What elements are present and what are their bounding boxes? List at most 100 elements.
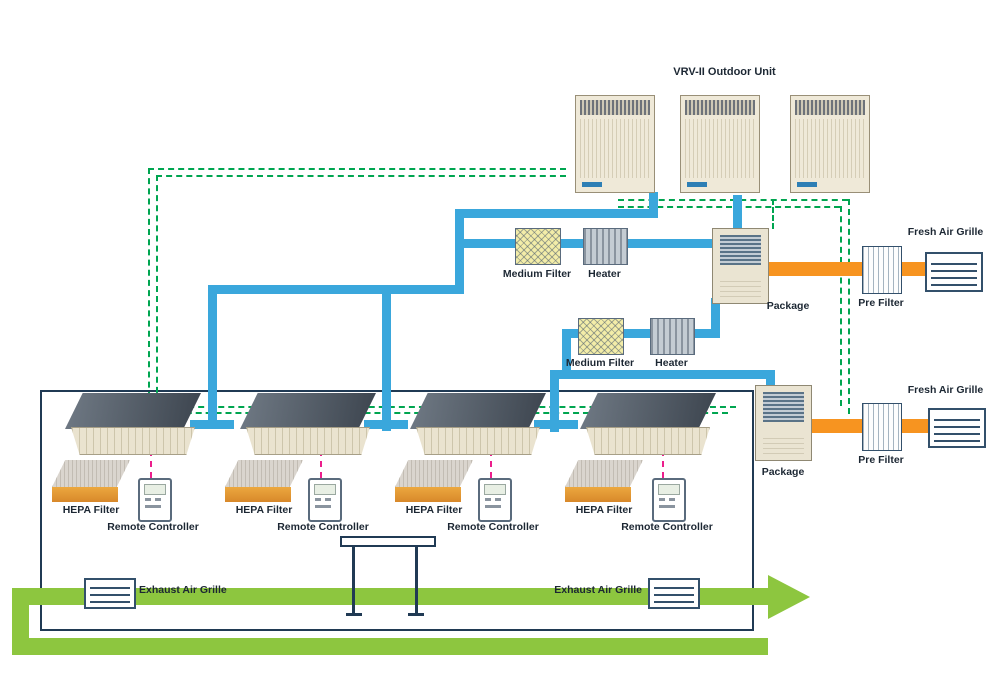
refrigerant-pipe [208, 285, 217, 425]
exhaust-duct [12, 588, 29, 655]
hepa-filter-label: HEPA Filter [235, 504, 293, 516]
unit-panel-lines [720, 277, 761, 297]
outdoor-unit-label: VRV-II Outdoor Unit [673, 66, 776, 78]
remote-controller-icon [652, 478, 686, 522]
hepa-filter-icon [225, 460, 303, 502]
controller-screen [314, 484, 336, 495]
package-unit [712, 228, 769, 304]
heater-label: Heater [655, 357, 688, 369]
room-outline [40, 390, 754, 631]
grille-slats [934, 414, 980, 442]
filter-frame [565, 487, 631, 502]
pre-filter-icon [862, 246, 902, 294]
remote-controller-icon [138, 478, 172, 522]
refrigerant-pipe [190, 420, 234, 429]
exhaust-duct-arrow [768, 575, 810, 619]
table-foot [408, 613, 424, 616]
outdoor-unit [680, 95, 760, 193]
controller-screen [484, 484, 506, 495]
controller-wire [490, 450, 492, 478]
hepa-filter-label: HEPA Filter [575, 504, 633, 516]
unit-front-panel [71, 427, 195, 455]
unit-panel-lines [763, 434, 804, 454]
grille-slats [931, 258, 977, 286]
filter-media [565, 460, 643, 487]
controller-wire [150, 450, 152, 478]
brand-logo [582, 182, 602, 187]
pre-filter-label: Pre Filter [858, 297, 904, 309]
refrigerant-pipe [364, 420, 408, 429]
controller-button [155, 498, 161, 501]
refrigerant-pipe [550, 370, 775, 379]
table-icon [340, 536, 436, 547]
comm-line [848, 199, 850, 414]
refrigerant-pipe [550, 370, 559, 432]
filter-media [52, 460, 130, 487]
unit-top-face [240, 393, 376, 429]
refrigerant-pipe [458, 239, 518, 248]
controller-wire [320, 450, 322, 478]
remote-controller-icon [478, 478, 512, 522]
remote-controller-label: Remote Controller [621, 521, 713, 533]
fresh-air-grille-icon [925, 252, 983, 292]
hepa-filter-label: HEPA Filter [62, 504, 120, 516]
table-leg [415, 545, 418, 615]
unit-top-face [580, 393, 716, 429]
filter-frame [225, 487, 291, 502]
indoor-unit [65, 393, 201, 457]
filter-media [225, 460, 303, 487]
outdoor-unit [790, 95, 870, 193]
controller-button [325, 498, 331, 501]
fan-grille [795, 100, 865, 115]
unit-front-panel [416, 427, 540, 455]
controller-button [145, 498, 151, 501]
refrigerant-pipe [562, 333, 571, 373]
table-foot [346, 613, 362, 616]
refrigerant-pipe [690, 329, 720, 338]
filter-media [395, 460, 473, 487]
brand-logo [797, 182, 817, 187]
comm-line [618, 206, 840, 208]
refrigerant-pipe [534, 420, 578, 429]
comm-line [772, 199, 774, 229]
exhaust-air-grille-label: Exhaust Air Grille [139, 584, 227, 596]
package-label: Package [761, 466, 805, 478]
controller-button [145, 505, 161, 508]
fresh-air-grille-label: Fresh Air Grille [907, 384, 984, 396]
refrigerant-pipe [733, 195, 742, 231]
hepa-filter-icon [395, 460, 473, 502]
medium-filter-icon [515, 228, 561, 265]
controller-button [669, 498, 675, 501]
unit-fins [580, 119, 650, 178]
package-unit [755, 385, 812, 461]
refrigerant-pipe [455, 209, 464, 294]
remote-controller-label: Remote Controller [447, 521, 539, 533]
comm-line [156, 175, 158, 413]
comm-line [156, 175, 566, 177]
fan-grille [685, 100, 755, 115]
refrigerant-pipe [208, 285, 464, 294]
exhaust-air-grille-icon [648, 578, 700, 609]
medium-filter-icon [578, 318, 624, 355]
controller-button [659, 498, 665, 501]
unit-front-panel [246, 427, 370, 455]
controller-button [495, 498, 501, 501]
outdoor-unit [575, 95, 655, 193]
controller-button [659, 505, 675, 508]
refrigerant-pipe [455, 209, 658, 218]
hepa-filter-icon [565, 460, 643, 502]
controller-button [315, 498, 321, 501]
comm-line [148, 168, 150, 408]
controller-button [485, 498, 491, 501]
exhaust-air-grille-label: Exhaust Air Grille [554, 584, 642, 596]
refrigerant-pipe [623, 239, 715, 248]
indoor-unit [410, 393, 546, 457]
unit-top-face [65, 393, 201, 429]
unit-grille [763, 392, 804, 422]
exhaust-duct [12, 588, 768, 605]
pre-filter-icon [862, 403, 902, 451]
hepa-filter-label: HEPA Filter [405, 504, 463, 516]
refrigerant-pipe [649, 192, 658, 218]
refrigerant-pipe [619, 329, 653, 338]
unit-grille [720, 235, 761, 265]
